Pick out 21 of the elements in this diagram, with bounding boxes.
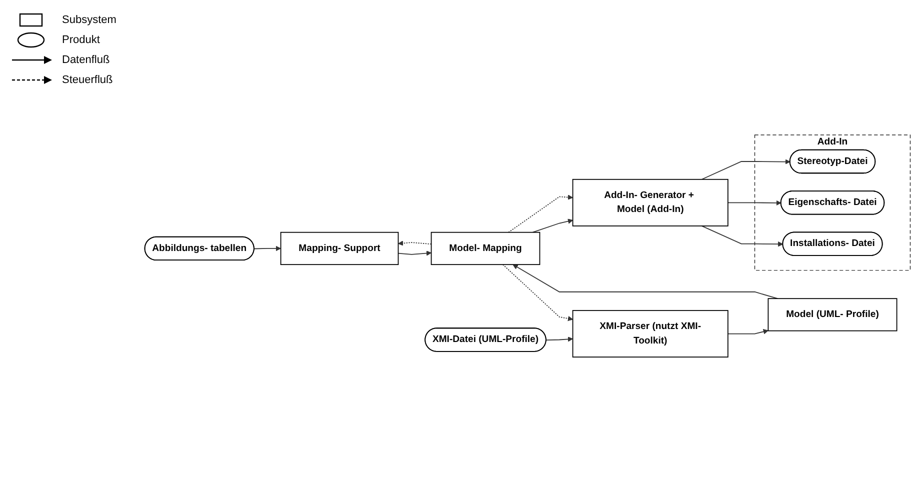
- node-box: Mapping- Support: [280, 232, 399, 266]
- arrow: [254, 246, 282, 252]
- arrow: [512, 264, 778, 300]
- arrow: [398, 250, 432, 256]
- node-box: Add-In- Generator + Model (Add-In): [572, 178, 728, 226]
- legend-label: Subsystem: [62, 14, 116, 26]
- legend-label: Produkt: [62, 34, 100, 46]
- legend-label: Datenfluß: [62, 54, 110, 66]
- node-box: Model- Mapping: [430, 232, 540, 266]
- arrow: [701, 159, 790, 180]
- arrow: [508, 194, 574, 233]
- arrow: [502, 264, 574, 322]
- arrow: [701, 225, 784, 247]
- arrow: [398, 240, 432, 246]
- arrow: [546, 336, 574, 342]
- legend-label: Steuerfluß: [62, 74, 113, 86]
- arrow: [727, 329, 768, 334]
- node-box: Model (UML- Profile): [768, 298, 898, 332]
- node-box: XMI-Parser (nutzt XMI-Toolkit): [572, 310, 728, 358]
- arrow: [532, 218, 574, 233]
- arrow: [727, 200, 782, 206]
